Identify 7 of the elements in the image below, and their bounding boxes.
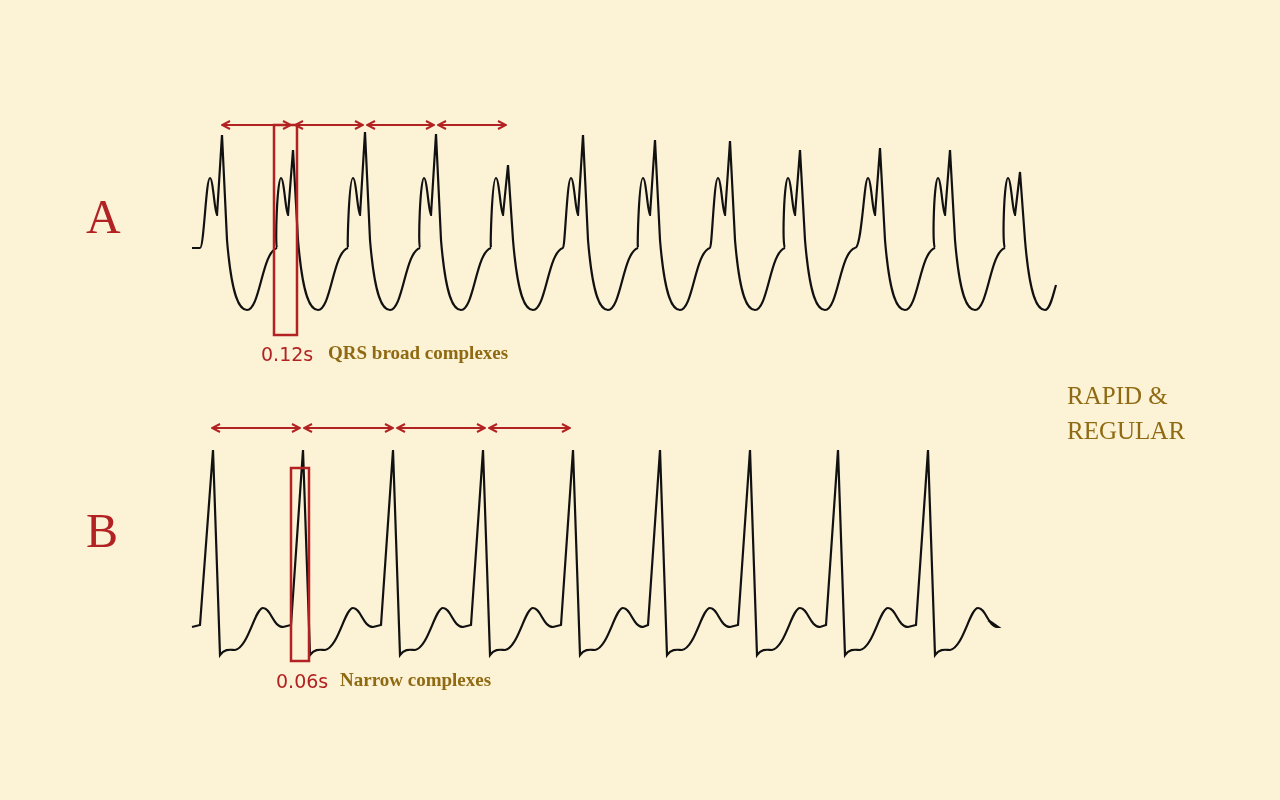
annotation-text: Narrow complexes (340, 669, 492, 692)
trace-letter: A (86, 189, 121, 245)
annotation-text: QRS broad complexes (328, 342, 509, 365)
duration-label: 0.12s (261, 343, 314, 366)
duration-label: 0.06s (276, 670, 329, 693)
rhythm-note: RAPID & REGULAR (1067, 381, 1187, 446)
trace-letter: B (86, 503, 118, 559)
